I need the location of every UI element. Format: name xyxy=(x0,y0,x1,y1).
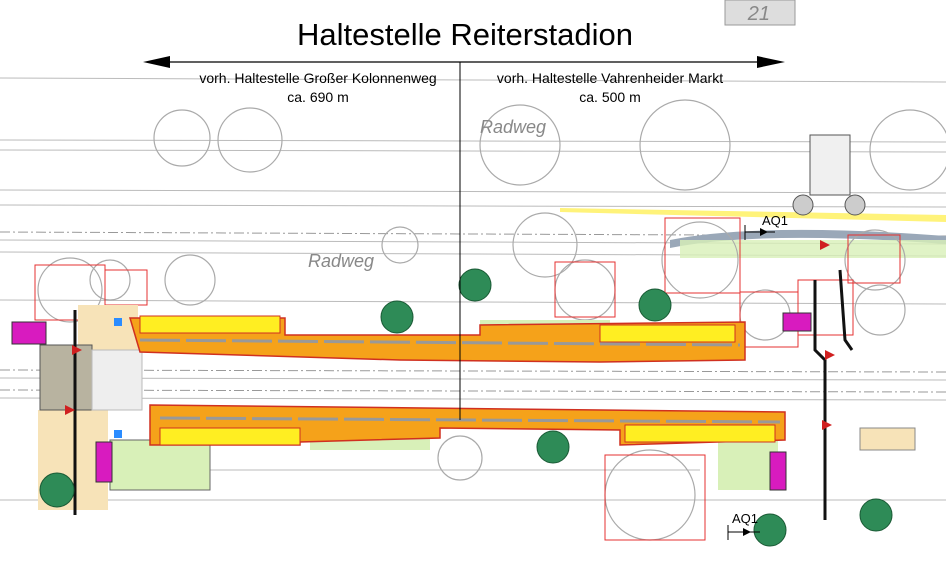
tactile-zone xyxy=(599,324,736,343)
right-stop-label: vorh. Haltestelle Vahrenheider Markt xyxy=(497,70,723,86)
bollard xyxy=(792,194,814,216)
platform-north xyxy=(128,317,746,363)
left-stop-label: vorh. Haltestelle Großer Kolonnenweg xyxy=(199,70,436,86)
right-distance-label: ca. 500 m xyxy=(579,89,640,105)
section-marker-bottom: AQ1 xyxy=(727,511,760,540)
svg-text:AQ1: AQ1 xyxy=(732,511,758,526)
tactile-paving xyxy=(91,349,143,411)
tactile-zone xyxy=(624,424,776,443)
building xyxy=(724,0,796,26)
green-area xyxy=(718,440,778,490)
shelter xyxy=(769,451,787,491)
tree-removal-markers xyxy=(34,217,901,541)
svg-text:AQ1: AQ1 xyxy=(762,213,788,228)
pedestrian-crossing xyxy=(39,344,93,411)
footpath-area xyxy=(859,427,916,451)
info-sign-icon xyxy=(114,318,122,326)
info-sign-icon xyxy=(114,430,122,438)
new-trees xyxy=(39,268,893,547)
left-distance-label: ca. 690 m xyxy=(287,89,348,105)
footpath-area xyxy=(78,305,138,350)
signal-icons xyxy=(65,240,835,430)
bike-path-label: Radweg xyxy=(480,117,546,137)
tactile-zone xyxy=(139,315,281,334)
stop-structure xyxy=(809,134,851,196)
curbs xyxy=(73,269,854,520)
house-number: 21 xyxy=(747,3,770,25)
existing-trees xyxy=(37,99,946,541)
bollard xyxy=(844,194,866,216)
cycle-lane-marking xyxy=(560,208,946,222)
bike-path-label: Radweg xyxy=(308,251,374,271)
shelter xyxy=(95,441,113,483)
green-strip xyxy=(680,240,946,258)
tactile-zone xyxy=(159,427,301,446)
road-lines xyxy=(0,77,946,501)
green-area xyxy=(109,439,211,491)
dimension-arrow xyxy=(143,56,785,420)
page-title: Haltestelle Reiterstadion xyxy=(297,17,633,52)
bus-bay xyxy=(670,229,946,248)
shelter xyxy=(782,312,812,332)
shelter xyxy=(11,321,47,345)
section-marker-top: AQ1 xyxy=(744,213,788,240)
